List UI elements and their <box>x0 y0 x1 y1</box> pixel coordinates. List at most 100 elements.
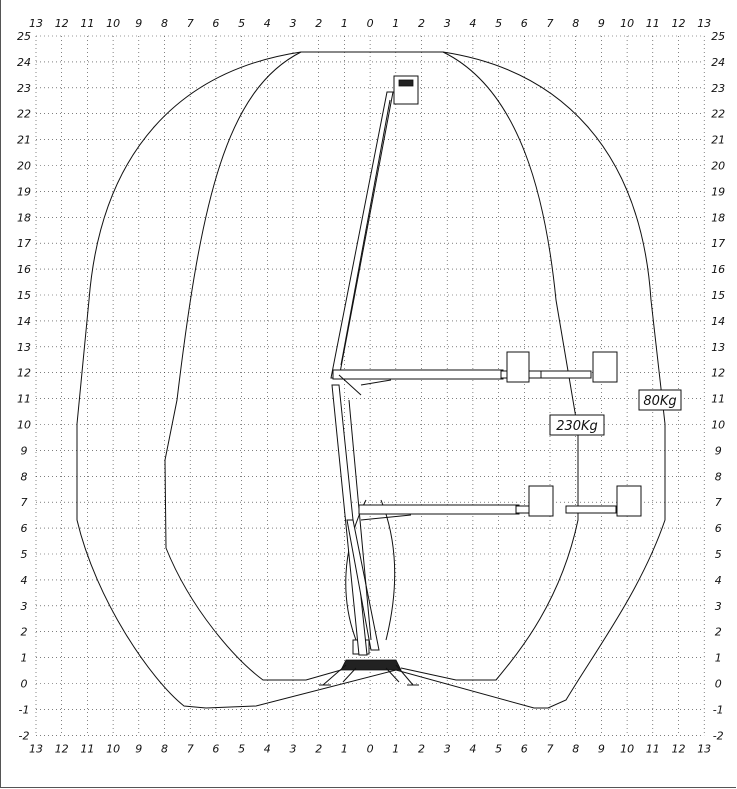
x-tick-top: 1 <box>341 17 348 30</box>
x-tick-bottom: 2 <box>315 742 322 755</box>
y-tick-right: 9 <box>715 444 722 457</box>
x-tick-top: 2 <box>418 17 425 30</box>
y-tick-left: -2 <box>19 729 30 742</box>
y-tick-right: 21 <box>711 134 725 147</box>
x-tick-bottom: 12 <box>55 742 69 755</box>
x-tick-bottom: 11 <box>80 742 94 755</box>
x-tick-bottom: 13 <box>697 742 711 755</box>
y-tick-right: 10 <box>711 419 725 432</box>
x-tick-bottom: 1 <box>341 742 348 755</box>
x-tick-bottom: 4 <box>469 742 476 755</box>
x-tick-top: 6 <box>521 17 528 30</box>
x-tick-bottom: 3 <box>290 742 297 755</box>
x-tick-top: 10 <box>106 17 120 30</box>
upper-boom-7m <box>358 485 642 521</box>
y-tick-right: -2 <box>713 729 724 742</box>
y-tick-left: 17 <box>17 237 31 250</box>
y-tick-right: 24 <box>711 56 725 69</box>
x-tick-bottom: 5 <box>238 742 245 755</box>
x-tick-top: 10 <box>620 17 634 30</box>
x-tick-top: 5 <box>495 17 502 30</box>
y-tick-right: 0 <box>715 678 722 691</box>
y-tick-right: 4 <box>715 574 722 587</box>
y-tick-left: 15 <box>17 289 31 302</box>
x-tick-top: 4 <box>469 17 476 30</box>
y-tick-left: 20 <box>17 160 31 173</box>
y-tick-left: 16 <box>17 263 31 276</box>
y-tick-right: 6 <box>715 522 722 535</box>
x-tick-bottom: 4 <box>264 742 271 755</box>
y-tick-right: 8 <box>715 470 722 483</box>
x-tick-bottom: 8 <box>572 742 579 755</box>
y-tick-right: 18 <box>711 211 725 224</box>
axis-ticks: 1313121211111010998877665544332211001122… <box>17 17 725 755</box>
x-tick-top: 8 <box>572 17 579 30</box>
x-tick-top: 0 <box>367 17 374 30</box>
x-tick-bottom: 6 <box>521 742 528 755</box>
machine-base <box>319 639 419 686</box>
x-tick-bottom: 8 <box>161 742 168 755</box>
y-tick-right: 19 <box>711 185 725 198</box>
x-tick-top: 3 <box>290 17 297 30</box>
x-tick-top: 7 <box>187 17 194 30</box>
y-tick-right: 13 <box>711 341 725 354</box>
y-tick-left: 13 <box>17 341 31 354</box>
x-tick-bottom: 10 <box>106 742 120 755</box>
x-tick-top: 1 <box>392 17 399 30</box>
x-tick-top: 5 <box>238 17 245 30</box>
y-tick-left: 23 <box>17 82 31 95</box>
x-tick-top: 11 <box>646 17 660 30</box>
x-tick-top: 13 <box>697 17 711 30</box>
upper-boom-12m <box>332 351 618 396</box>
x-tick-bottom: 0 <box>367 742 374 755</box>
y-tick-left: -1 <box>19 703 30 716</box>
y-tick-right: -1 <box>713 703 724 716</box>
y-tick-left: 12 <box>17 367 31 380</box>
x-tick-top: 8 <box>161 17 168 30</box>
y-tick-right: 2 <box>715 626 722 639</box>
y-tick-left: 10 <box>17 419 31 432</box>
y-tick-right: 23 <box>711 82 725 95</box>
y-tick-right: 14 <box>711 315 725 328</box>
x-tick-bottom: 9 <box>598 742 605 755</box>
x-tick-bottom: 13 <box>29 742 43 755</box>
y-tick-left: 21 <box>17 134 31 147</box>
y-tick-right: 11 <box>711 393 725 406</box>
y-tick-right: 12 <box>711 367 725 380</box>
x-tick-bottom: 6 <box>212 742 219 755</box>
y-tick-left: 3 <box>21 600 28 613</box>
inner-envelope <box>164 51 579 681</box>
y-tick-left: 5 <box>21 548 28 561</box>
x-tick-bottom: 7 <box>187 742 194 755</box>
x-tick-top: 9 <box>135 17 142 30</box>
y-tick-right: 25 <box>711 30 725 43</box>
y-tick-right: 17 <box>711 237 725 250</box>
y-tick-left: 22 <box>17 108 31 121</box>
outer-envelope <box>76 51 666 709</box>
x-tick-bottom: 2 <box>418 742 425 755</box>
y-tick-right: 1 <box>715 652 722 665</box>
x-tick-bottom: 12 <box>672 742 686 755</box>
x-tick-bottom: 5 <box>495 742 502 755</box>
x-tick-bottom: 1 <box>392 742 399 755</box>
x-tick-bottom: 3 <box>444 742 451 755</box>
y-tick-left: 7 <box>21 496 28 509</box>
y-tick-right: 7 <box>715 496 722 509</box>
y-tick-right: 15 <box>711 289 725 302</box>
x-tick-top: 13 <box>29 17 43 30</box>
y-tick-left: 4 <box>21 574 28 587</box>
y-tick-left: 9 <box>21 444 28 457</box>
y-tick-right: 16 <box>711 263 725 276</box>
x-tick-top: 11 <box>80 17 94 30</box>
y-tick-right: 20 <box>711 160 725 173</box>
x-tick-top: 12 <box>55 17 69 30</box>
label-80kg: 80Kg <box>638 389 682 411</box>
x-tick-top: 4 <box>264 17 271 30</box>
x-tick-top: 6 <box>212 17 219 30</box>
label-230kg-text: 230Kg <box>556 419 598 434</box>
label-230kg: 230Kg <box>549 414 605 436</box>
label-80kg-text: 80Kg <box>643 394 676 409</box>
y-tick-left: 2 <box>21 626 28 639</box>
y-tick-right: 3 <box>715 600 722 613</box>
